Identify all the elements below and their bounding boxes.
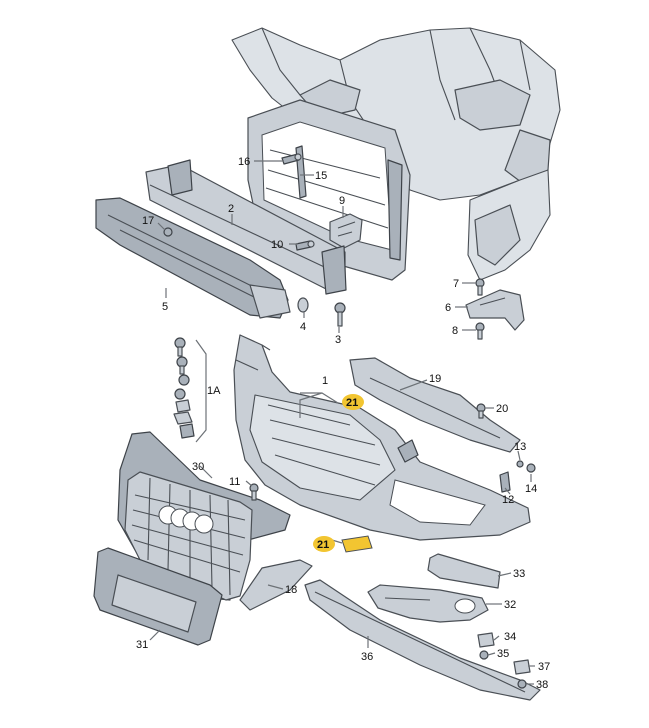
callout-8: 8 xyxy=(452,325,458,337)
callout-6: 6 xyxy=(445,302,451,314)
washer-4 xyxy=(297,297,309,313)
callout-2: 2 xyxy=(228,203,234,215)
fog-light-grille-32 xyxy=(367,584,489,623)
callout-37: 37 xyxy=(538,661,550,673)
fastener-set-1a xyxy=(173,337,195,439)
clip-12 xyxy=(499,471,511,493)
bracket-9 xyxy=(329,213,363,249)
callout-31: 31 xyxy=(136,639,148,651)
callout-19: 19 xyxy=(429,373,441,385)
callout-4: 4 xyxy=(300,321,306,333)
callout-1a: 1A xyxy=(207,385,221,397)
callout-17: 17 xyxy=(142,215,154,227)
callout-34: 34 xyxy=(504,631,516,643)
lower-spoiler-36 xyxy=(304,579,541,701)
clip-35 xyxy=(479,650,489,660)
callout-38: 38 xyxy=(536,679,548,691)
guide-19 xyxy=(349,357,521,453)
trim-18 xyxy=(239,559,313,611)
highlighted-callouts: 21 21 xyxy=(313,394,364,552)
bracket-37 xyxy=(513,659,531,675)
bolt-10 xyxy=(295,240,315,251)
callout-35: 35 xyxy=(497,648,509,660)
callout-5: 5 xyxy=(162,301,168,313)
callout-18: 18 xyxy=(285,584,297,596)
callout-21-lower: 21 xyxy=(317,539,329,551)
callout-13: 13 xyxy=(514,441,526,453)
license-plate-holder-31 xyxy=(93,547,223,646)
callout-labels: 16 15 9 2 17 10 7 5 6 4 8 3 1 19 1A 20 1… xyxy=(136,156,550,691)
callout-11: 11 xyxy=(229,476,240,488)
callout-10: 10 xyxy=(271,239,283,251)
screw-7 xyxy=(475,278,485,296)
callout-21-upper: 21 xyxy=(346,397,358,409)
callout-7: 7 xyxy=(453,278,459,290)
callout-15: 15 xyxy=(315,170,327,182)
callout-14: 14 xyxy=(525,483,537,495)
trim-33 xyxy=(427,553,501,589)
nut-14 xyxy=(526,463,536,473)
callout-30: 30 xyxy=(192,461,204,473)
clip-17 xyxy=(163,227,173,237)
bracket-34 xyxy=(477,632,495,648)
callout-32: 32 xyxy=(504,599,516,611)
radiator-grille-30 xyxy=(117,431,291,601)
cover-cap-21 xyxy=(341,535,373,553)
callout-33: 33 xyxy=(513,568,525,580)
callout-1: 1 xyxy=(322,375,328,387)
energy-absorber-5 xyxy=(95,197,291,319)
callout-20: 20 xyxy=(496,403,508,415)
impact-bar-2 xyxy=(145,159,347,295)
bracket-6 xyxy=(465,289,525,331)
callout-16: 16 xyxy=(238,156,250,168)
callout-12: 12 xyxy=(502,494,514,506)
bumper-cover-1 xyxy=(233,334,531,541)
leader-lines xyxy=(149,160,535,685)
screw-38 xyxy=(517,679,527,689)
callout-36: 36 xyxy=(361,651,373,663)
bolt-16 xyxy=(281,153,302,165)
clip-13 xyxy=(516,460,524,468)
callout-9: 9 xyxy=(339,195,345,207)
callout-3: 3 xyxy=(335,334,341,346)
bolt-3 xyxy=(334,302,346,327)
screw-8 xyxy=(475,322,485,340)
